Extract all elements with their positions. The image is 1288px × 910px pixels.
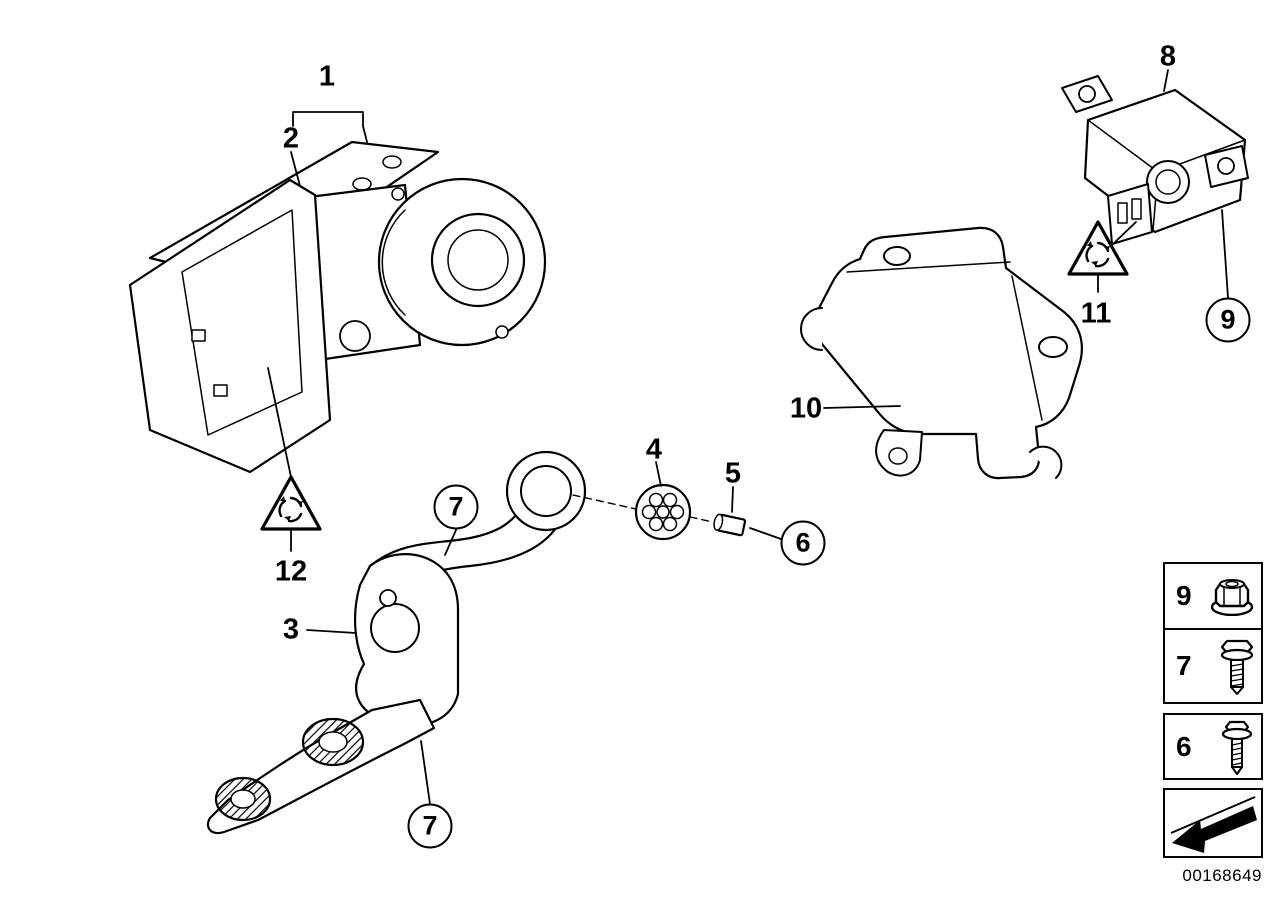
- hydro-unit-dsc: [128, 140, 547, 474]
- callout-8[interactable]: 8: [1159, 40, 1177, 73]
- legend-gap: [1163, 780, 1263, 788]
- callout-6[interactable]: 6: [780, 520, 826, 566]
- rubber-mount: [634, 483, 692, 541]
- legend-row-bolt[interactable]: 7: [1163, 630, 1263, 704]
- callout-3[interactable]: 3: [282, 613, 300, 646]
- callout-7-lower[interactable]: 7: [407, 803, 453, 849]
- callout-4[interactable]: 4: [645, 433, 663, 466]
- callout-9[interactable]: 9: [1205, 297, 1251, 343]
- hydro-unit-bracket: [206, 450, 587, 835]
- legend-row-nut[interactable]: 9: [1163, 562, 1263, 630]
- sensor-bracket: [800, 226, 1083, 480]
- legend-row-screw[interactable]: 6: [1163, 713, 1263, 780]
- legend-gap: [1163, 704, 1263, 713]
- collar-screw-icon: [1221, 720, 1253, 775]
- flange-nut-icon: [1210, 579, 1254, 616]
- legend-panel: 9 7: [1163, 562, 1263, 858]
- direction-arrow-icon: [1170, 796, 1257, 853]
- legend-label-7: 7: [1176, 650, 1192, 681]
- callout-11[interactable]: 11: [1080, 297, 1112, 330]
- callout-1[interactable]: 1: [318, 60, 336, 93]
- part-number: 00168649: [1182, 866, 1262, 885]
- legend-label-9: 9: [1176, 580, 1192, 611]
- leader-lines: [267, 69, 1229, 805]
- callout-12[interactable]: 12: [274, 555, 308, 588]
- callout-10[interactable]: 10: [789, 392, 823, 425]
- legend-direction-box: [1163, 788, 1263, 858]
- callout-5[interactable]: 5: [724, 457, 742, 490]
- dowel-pin: [713, 513, 747, 537]
- callout-2[interactable]: 2: [282, 122, 300, 155]
- legend-label-6: 6: [1176, 730, 1192, 762]
- sensor: [1061, 75, 1249, 245]
- hex-flange-bolt-icon: [1220, 639, 1254, 695]
- callout-7-upper[interactable]: 7: [433, 484, 479, 530]
